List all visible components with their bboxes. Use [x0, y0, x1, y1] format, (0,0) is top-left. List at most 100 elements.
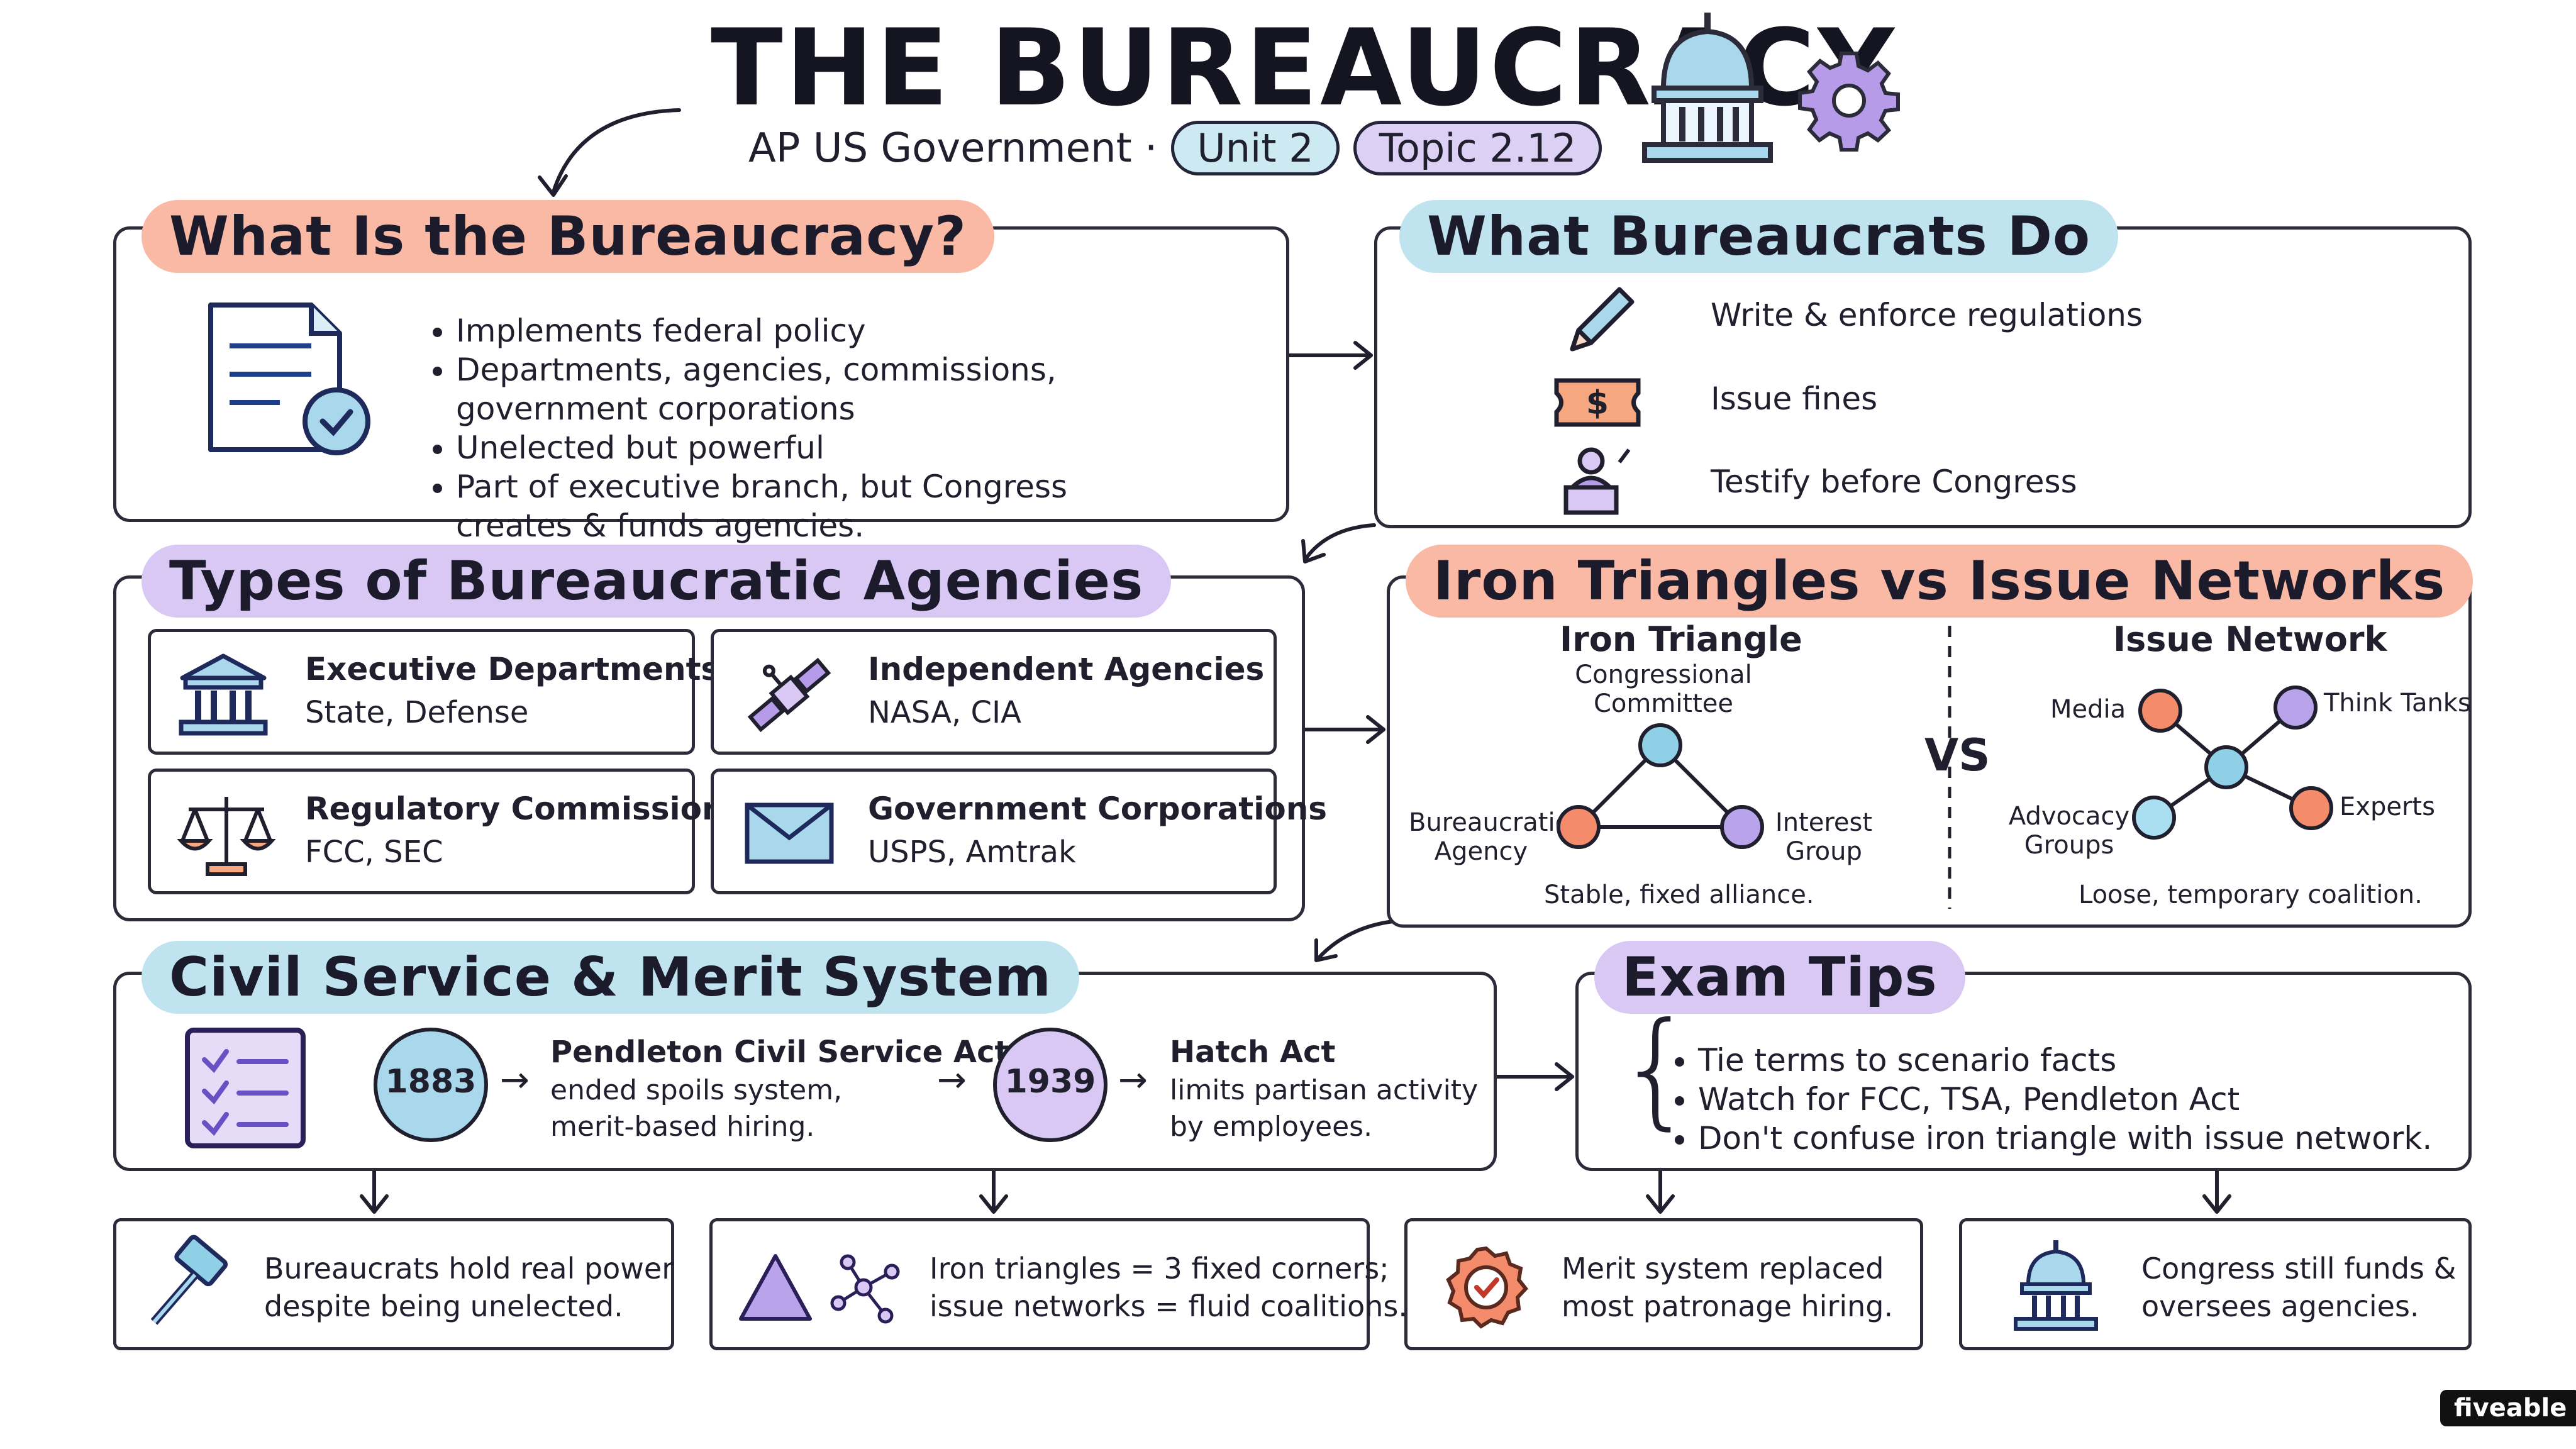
ticket-fine-icon: $: [1554, 378, 1641, 427]
node-agency: [1557, 805, 1601, 849]
network-caption: Loose, temporary coalition.: [2079, 880, 2423, 909]
hatch-title: Hatch Act: [1170, 1035, 1336, 1070]
fines-label: Issue fines: [1711, 380, 1878, 417]
node-label-agency: Bureaucratic Agency: [1409, 808, 1569, 866]
pencil-icon: [1570, 287, 1635, 352]
takeaway-line: Merit system replaced: [1562, 1252, 1884, 1285]
iron-diagram: [1557, 626, 2333, 909]
iron-triangle-title: Iron Triangle: [1560, 619, 1802, 659]
node-experts: [2289, 786, 2333, 830]
pendleton-desc-line: ended spoils system,: [550, 1074, 843, 1106]
agency-card-corporations: Government Corporations USPS, Amtrak: [711, 769, 1327, 894]
podium-speaker-icon: [1563, 447, 1631, 515]
takeaway-line: Bureaucrats hold real power: [264, 1252, 674, 1285]
what-do-header: What Bureaucrats Do: [1399, 200, 2119, 273]
takeaway-text: Bureaucrats hold real power despite bein…: [264, 1250, 674, 1325]
list-item: Don't confuse iron triangle with issue n…: [1698, 1119, 2432, 1158]
agency-card-independent: Independent Agencies NASA, CIA: [711, 629, 1277, 755]
net-label-media: Media: [2050, 695, 2126, 724]
course-label: AP US Government ·: [748, 125, 1158, 172]
node-think-tanks: [2273, 686, 2318, 730]
triangle-network-icon: [739, 1254, 900, 1324]
agency-card-title: Government Corporations: [868, 791, 1328, 827]
hatch-desc-line: by employees.: [1170, 1111, 1373, 1143]
what-is-list: Implements federal policy Departments, a…: [425, 311, 1274, 545]
envelope-icon: [745, 802, 834, 864]
types-header: Types of Bureaucratic Agencies: [142, 545, 1172, 618]
arrow-icon: →: [937, 1060, 967, 1101]
net-label-experts: Experts: [2340, 792, 2435, 821]
net-label-think-tanks: Think Tanks: [2324, 689, 2471, 718]
agency-card-title: Executive Departments: [305, 651, 720, 687]
agency-card-examples: USPS, Amtrak: [868, 835, 1076, 870]
scales-icon: [177, 797, 276, 876]
takeaway-text: Merit system replaced most patronage hir…: [1562, 1250, 1893, 1325]
net-label-advocacy: Advocacy Groups: [2008, 802, 2130, 860]
agency-card-examples: State, Defense: [305, 695, 529, 730]
gavel-icon: [150, 1235, 228, 1325]
pendleton-title: Pendleton Civil Service Act: [550, 1035, 1009, 1070]
list-item: Tie terms to scenario facts: [1698, 1041, 2432, 1080]
vs-label: VS: [1924, 730, 1990, 781]
testify-label: Testify before Congress: [1711, 464, 2077, 500]
agency-card-executive: Executive Departments State, Defense: [148, 629, 719, 755]
agency-card-examples: FCC, SEC: [305, 835, 443, 870]
node-congress: [1638, 723, 1682, 767]
triangle-caption: Stable, fixed alliance.: [1544, 880, 1814, 909]
takeaway-card-iron: Iron triangles = 3 fixed corners; issue …: [709, 1218, 1407, 1350]
tips-header: Exam Tips: [1594, 941, 1965, 1014]
document-check-icon: [208, 303, 370, 455]
subtitle-row: AP US Government · Unit 2 Topic 2.12: [748, 121, 1602, 175]
satellite-icon: [747, 657, 831, 733]
topic-badge: Topic 2.12: [1353, 121, 1602, 175]
year-1883: 1883: [385, 1063, 477, 1101]
civil-panel: 1883 → Pendleton Civil Service Act ended…: [113, 972, 1497, 1171]
fiveable-logo: fiveable: [2440, 1390, 2576, 1426]
iron-header: Iron Triangles vs Issue Networks: [1406, 545, 2473, 618]
network-hub: [2204, 745, 2248, 789]
takeaway-line: despite being unelected.: [264, 1289, 623, 1323]
regulations-label: Write & enforce regulations: [1711, 297, 2143, 333]
node-label-congress: Congressional Committee: [1575, 660, 1752, 718]
capitol-icon: [1642, 13, 1773, 163]
hatch-desc: limits partisan activity by employees.: [1170, 1072, 1478, 1145]
iron-panel: Iron Triangle Congressional Committee Bu…: [1387, 575, 2472, 928]
pendleton-desc: ended spoils system, merit-based hiring.: [550, 1072, 842, 1145]
types-panel: Executive Departments State, Defense Ind…: [113, 575, 1327, 921]
tips-list: Tie terms to scenario facts Watch for FC…: [1667, 1041, 2432, 1158]
merit-badge-icon: [1446, 1246, 1528, 1329]
gear-icon: [1798, 52, 1900, 152]
arrow-icon: →: [1118, 1060, 1148, 1101]
node-media: [2138, 689, 2182, 733]
building-icon: [179, 653, 268, 736]
list-item: Watch for FCC, TSA, Pendleton Act: [1698, 1080, 2432, 1119]
unit-badge: Unit 2: [1171, 121, 1340, 175]
node-interest: [1720, 805, 1764, 849]
list-item: Unelected but powerful: [456, 428, 1274, 467]
hatch-desc-line: limits partisan activity: [1170, 1074, 1479, 1106]
list-item: Implements federal policy: [456, 311, 1274, 350]
capitol-icon: [2014, 1240, 2098, 1331]
takeaway-card-power: Bureaucrats hold real power despite bein…: [113, 1218, 674, 1350]
civil-header: Civil Service & Merit System: [142, 941, 1080, 1014]
year-circle-1939: [993, 1028, 1108, 1142]
takeaway-line: Congress still funds &: [2141, 1252, 2457, 1285]
takeaway-line: Iron triangles = 3 fixed corners;: [930, 1252, 1389, 1285]
takeaway-text: Iron triangles = 3 fixed corners; issue …: [930, 1250, 1407, 1325]
year-circle-1883: [374, 1028, 488, 1142]
node-label-interest: Interest Group: [1775, 808, 1873, 866]
arrow-icon: →: [500, 1060, 530, 1101]
list-item: Departments, agencies, commissions, gove…: [456, 350, 1085, 428]
issue-network-title: Issue Network: [2113, 619, 2387, 659]
takeaway-card-congress: Congress still funds & oversees agencies…: [1959, 1218, 2472, 1350]
takeaway-text: Congress still funds & oversees agencies…: [2141, 1250, 2457, 1325]
agency-card-regulatory: Regulatory Commissions FCC, SEC: [148, 769, 743, 894]
takeaway-card-merit: Merit system replaced most patronage hir…: [1404, 1218, 1923, 1350]
agency-card-examples: NASA, CIA: [868, 695, 1021, 730]
checklist-icon: [185, 1028, 306, 1148]
year-1939: 1939: [1004, 1063, 1096, 1101]
node-advocacy: [2132, 796, 2176, 840]
pendleton-desc-line: merit-based hiring.: [550, 1111, 815, 1143]
svg-text:$: $: [1586, 384, 1609, 422]
